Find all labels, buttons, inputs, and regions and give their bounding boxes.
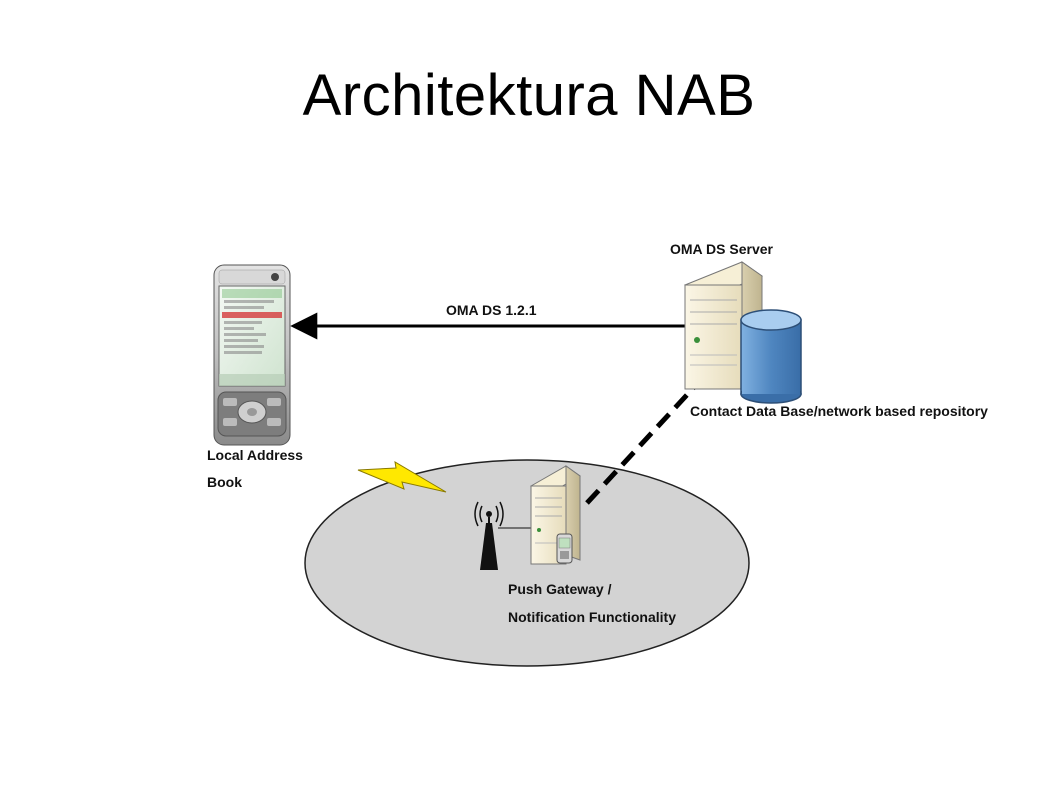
dashed-connection (585, 382, 699, 505)
protocol-label: OMA DS 1.2.1 (446, 302, 537, 318)
repository-label: Contact Data Base/network based reposito… (690, 403, 988, 419)
local-address-book-label-line1: Local Address (207, 447, 303, 463)
small-phone-icon (556, 533, 573, 564)
oma-ds-server-label: OMA DS Server (670, 241, 774, 257)
lightning-bolt-icon (357, 461, 447, 493)
mobile-phone-icon (213, 264, 291, 446)
antenna-icon (474, 501, 531, 570)
page-title: Architektura NAB (302, 63, 756, 128)
local-address-book-label-line2: Book (207, 474, 242, 490)
push-gateway-label-line1: Push Gateway / (508, 581, 612, 597)
database-cylinder-icon (740, 309, 802, 404)
push-gateway-label-line2: Notification Functionality (508, 609, 676, 625)
network-ellipse (304, 459, 750, 667)
